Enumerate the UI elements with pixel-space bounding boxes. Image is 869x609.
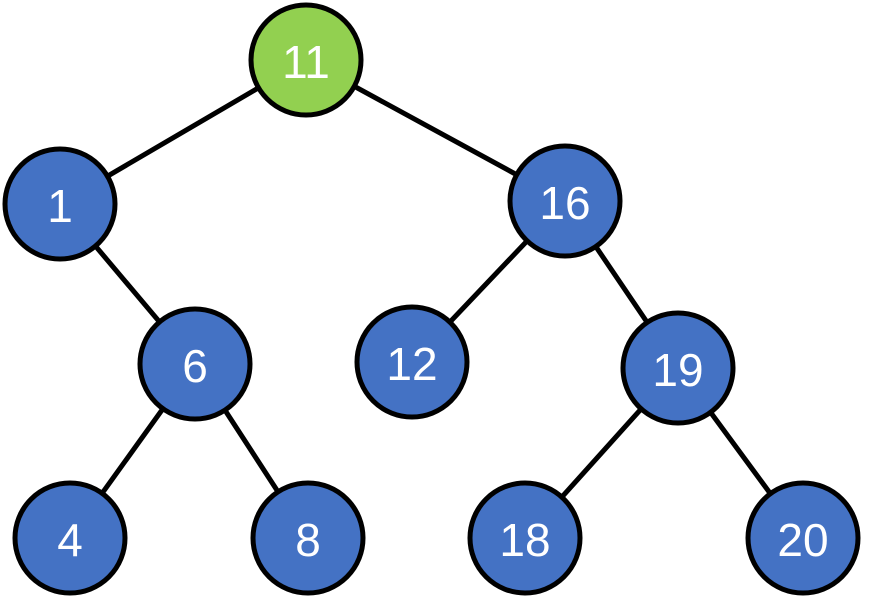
node-circle (620, 310, 736, 426)
tree-node-12: 12 (354, 304, 470, 420)
node-label: 4 (57, 514, 83, 566)
tree-node-4: 4 (12, 480, 128, 596)
tree-node-16: 16 (507, 143, 623, 259)
node-label: 1 (47, 180, 73, 232)
tree-node-6: 6 (137, 306, 253, 422)
tree-node-18: 18 (467, 480, 583, 596)
tree-node-1: 1 (2, 146, 118, 262)
tree-node-20: 20 (745, 480, 861, 596)
node-circle (354, 304, 470, 420)
node-label: 6 (182, 340, 208, 392)
node-label: 19 (652, 344, 703, 396)
node-label: 16 (539, 177, 590, 229)
root-node-circle (248, 2, 364, 118)
node-circle (467, 480, 583, 596)
node-circle (12, 480, 128, 596)
node-circle (137, 306, 253, 422)
tree-node-11: 11 (248, 2, 364, 118)
tree-edges (57, 57, 806, 541)
node-label: 18 (499, 514, 550, 566)
node-label: 20 (777, 514, 828, 566)
node-circle (745, 480, 861, 596)
tree-node-8: 8 (250, 480, 366, 596)
node-circle (507, 143, 623, 259)
node-label: 12 (386, 338, 437, 390)
node-label: 11 (282, 36, 330, 88)
tree-node-19: 19 (620, 310, 736, 426)
node-circle (250, 480, 366, 596)
node-label: 8 (295, 514, 321, 566)
node-circle (2, 146, 118, 262)
